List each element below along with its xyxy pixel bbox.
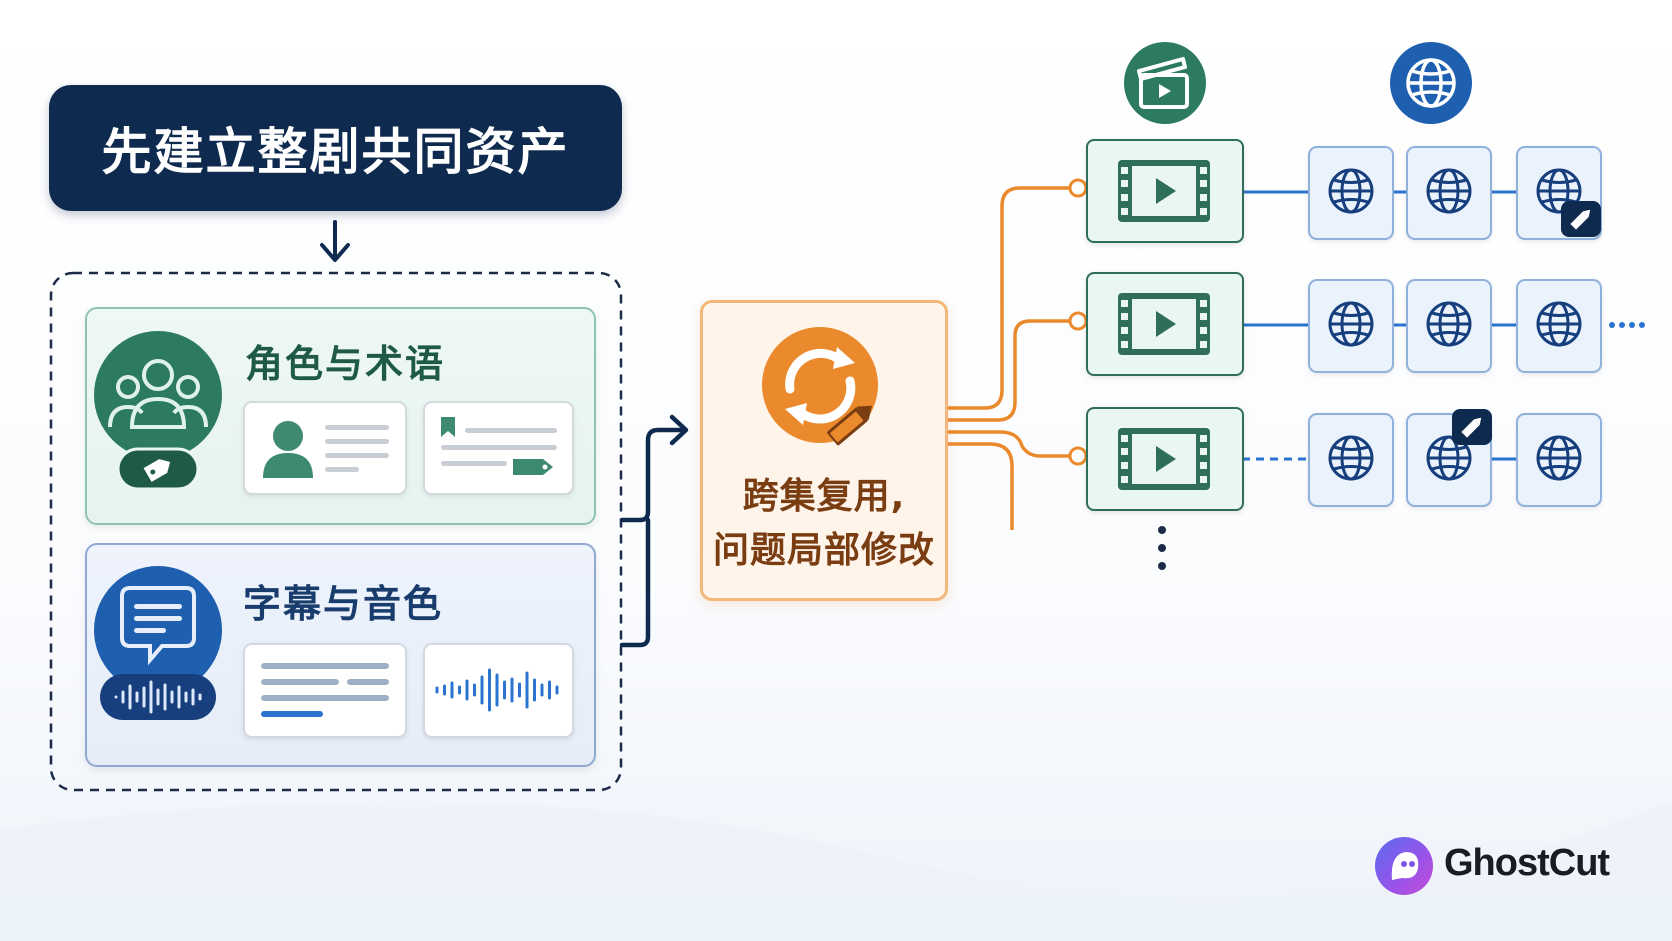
- globe-icon: [1533, 298, 1585, 354]
- globe-icon: [1533, 432, 1585, 488]
- globe-icon: [1423, 432, 1475, 488]
- subtitles-voice-title: 字幕与音色: [243, 582, 444, 626]
- voice-waveform-card: [423, 643, 574, 738]
- subtitle-lines-card: [243, 643, 407, 738]
- ghostcut-logo-icon: [1375, 837, 1433, 895]
- header-title: 先建立整剧共同资产: [101, 123, 570, 181]
- film-play-icon: [1118, 293, 1210, 355]
- bg-wave: [0, 800, 1672, 941]
- globe-icon: [1325, 432, 1377, 488]
- character-profile-card: [243, 401, 407, 495]
- globe-icon: [1325, 165, 1377, 221]
- blue-connectors: [1242, 190, 1516, 461]
- globe-icon: [1325, 298, 1377, 354]
- film-play-icon: [1118, 428, 1210, 490]
- brand-name: GhostCut: [1444, 842, 1610, 884]
- language-version-tile: [1308, 146, 1394, 240]
- refresh-cycle-icon: [762, 327, 878, 446]
- center-text-line1: 跨集复用,: [742, 476, 906, 517]
- subtitle-bubble-icon: [94, 566, 222, 720]
- language-version-tile: [1308, 279, 1394, 373]
- pencil-icon: [1452, 409, 1492, 445]
- waveform-icon: [114, 680, 202, 714]
- language-version-tile: [1406, 146, 1492, 240]
- globe-icon: [1423, 298, 1475, 354]
- person-icon: [263, 421, 389, 478]
- language-version-tile: [1308, 413, 1394, 507]
- header-title-box: 先建立整剧共同资产: [49, 85, 622, 211]
- audio-waveform-icon: [435, 668, 559, 712]
- language-version-tile: [1516, 413, 1602, 507]
- clapperboard-icon: [1124, 42, 1206, 124]
- glossary-tag-icon: [441, 417, 557, 475]
- connector-dots: [1068, 178, 1088, 466]
- merge-arrow: [619, 414, 689, 648]
- glossary-card: [423, 401, 574, 495]
- film-play-icon: [1118, 160, 1210, 222]
- down-arrow-icon: [320, 220, 350, 262]
- tag-icon: [143, 459, 171, 482]
- group-users-icon: [94, 331, 222, 491]
- pencil-icon: [1561, 201, 1601, 237]
- globe-header-icon: [1390, 42, 1472, 124]
- orange-connectors: [944, 186, 1076, 530]
- globe-icon: [1423, 165, 1475, 221]
- center-text-line2: 问题局部修改: [712, 530, 935, 571]
- roles-terms-title: 角色与术语: [245, 342, 446, 386]
- pencil-icon: [827, 405, 872, 446]
- language-version-tile: [1406, 279, 1492, 373]
- more-columns-ellipsis: [1609, 322, 1645, 328]
- text-lines-icon: [261, 663, 389, 717]
- globe-icon: [1533, 165, 1585, 221]
- more-rows-ellipsis: [1158, 526, 1166, 570]
- language-version-tile: [1516, 279, 1602, 373]
- asset-group-frame: [49, 271, 623, 792]
